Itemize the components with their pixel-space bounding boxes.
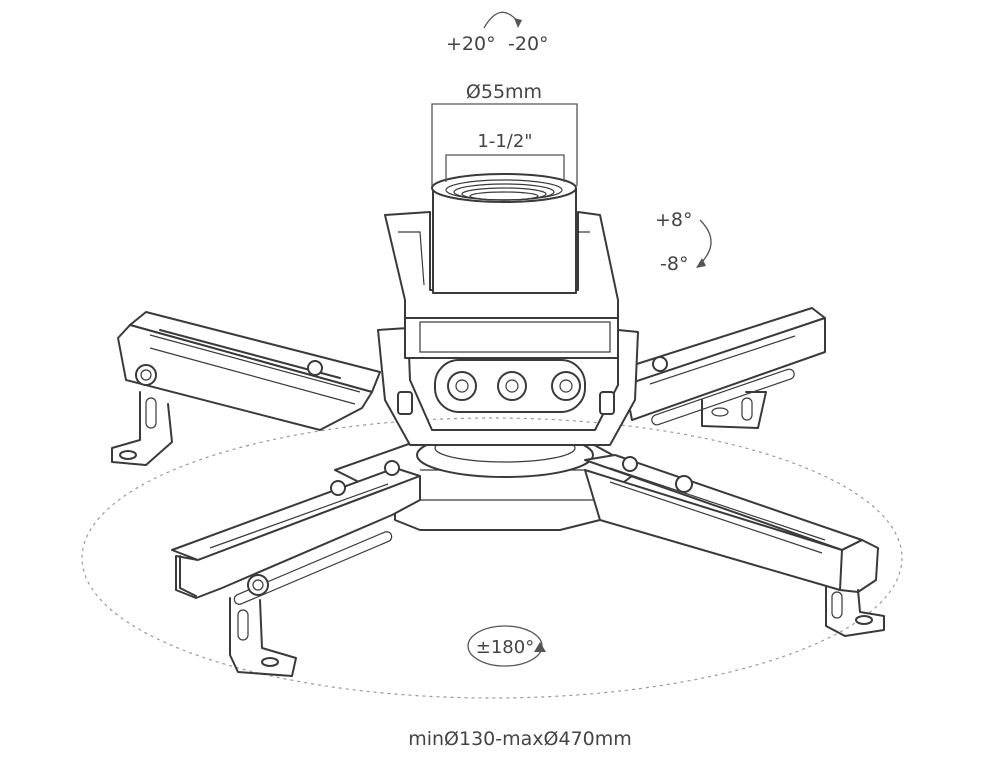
arm-range-ellipse — [81, 417, 903, 699]
arm-back-right — [617, 307, 826, 429]
dimension-outer-diameter — [431, 103, 578, 186]
tilt-plus-label: +20° — [446, 33, 496, 55]
knob-right — [551, 371, 581, 401]
outer-diameter-label: Ø55mm — [466, 81, 542, 103]
dimension-thread — [445, 154, 565, 182]
thread-size-label: 1-1/2" — [477, 131, 532, 152]
mount-body — [334, 173, 641, 531]
swivel-minus-label: -8° — [660, 253, 688, 275]
curved-arrow-icon — [483, 11, 522, 29]
curved-arrow-icon — [696, 219, 712, 268]
tilt-minus-label: -20° — [508, 33, 549, 55]
arm-front-left — [171, 460, 421, 677]
arm-front-right — [584, 454, 885, 637]
knob-left — [447, 371, 477, 401]
arm-back-left — [111, 311, 381, 466]
swivel-plus-label: +8° — [655, 209, 693, 231]
knob-center — [497, 371, 527, 401]
arm-range-label: minØ130-maxØ470mm — [408, 728, 632, 750]
rotation-label: ±180° — [476, 637, 534, 658]
rotation-icon — [467, 625, 546, 667]
